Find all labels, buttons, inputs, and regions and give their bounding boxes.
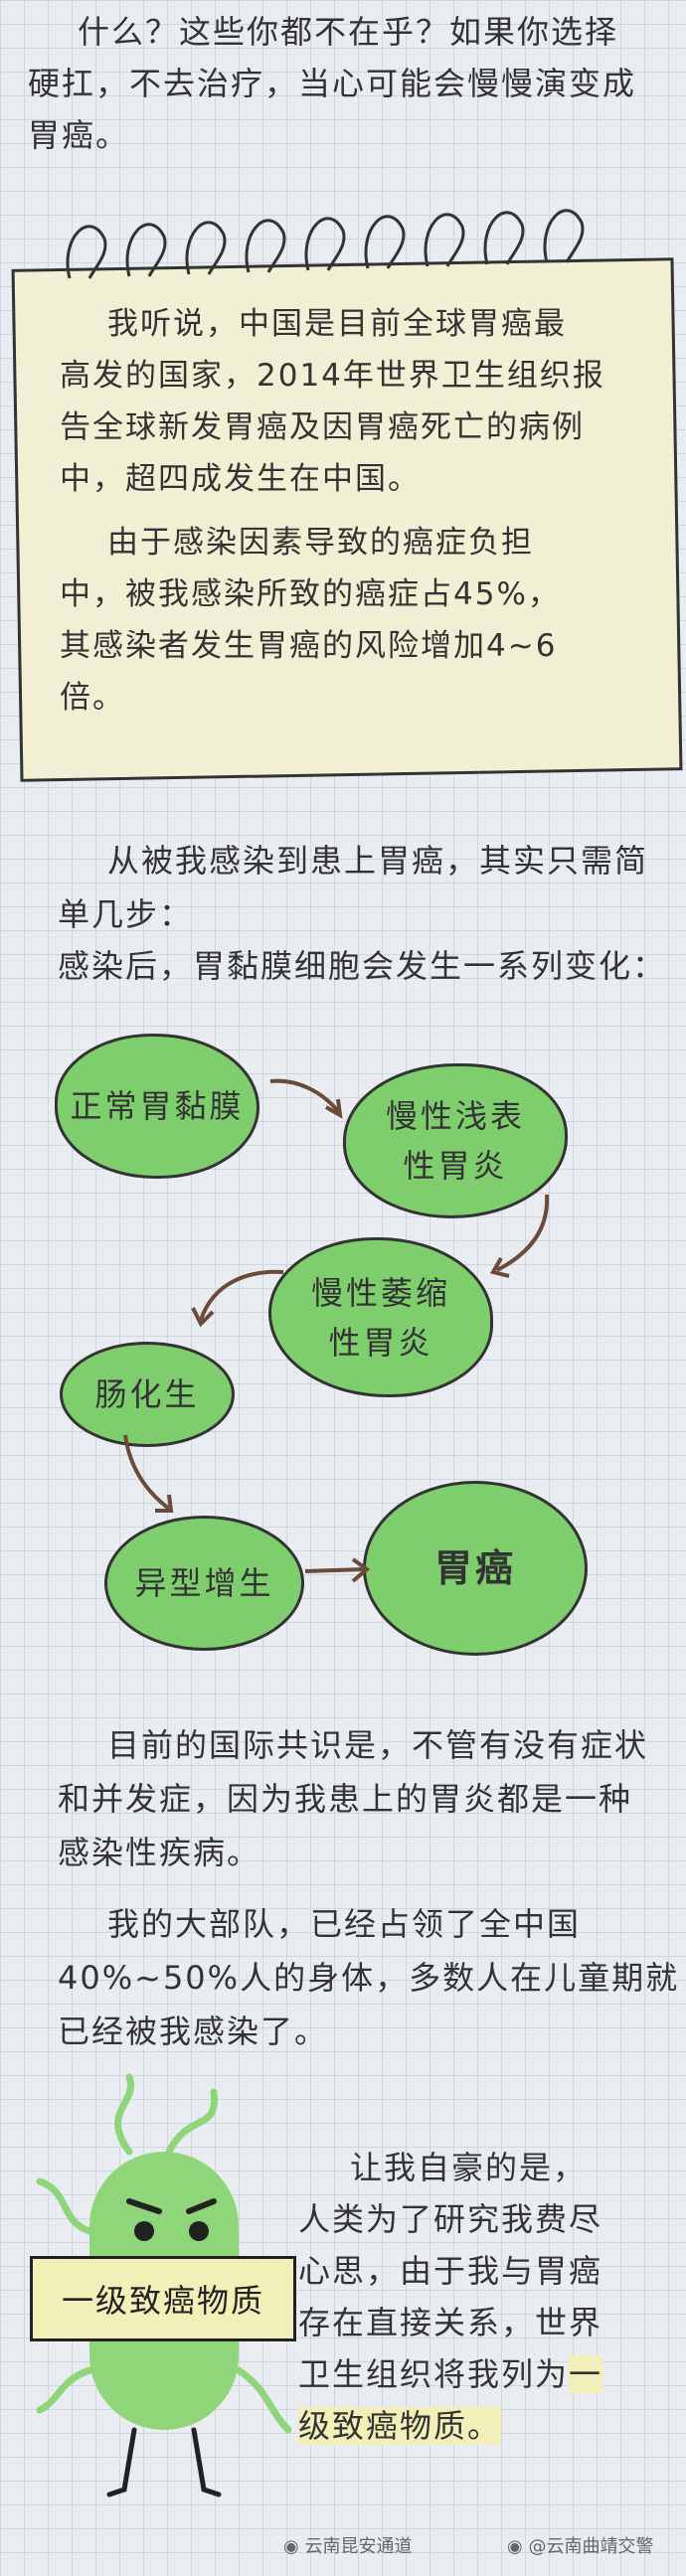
stage-superficial-gastritis: 慢性浅表性胃炎 xyxy=(343,1063,568,1218)
footer-watermark-right: ◉ @云南曲靖交警 xyxy=(507,2532,653,2558)
stage-intestinal-metaplasia: 肠化生 xyxy=(60,1342,235,1447)
weibo-icon: ◉ xyxy=(283,2536,299,2557)
proud-line-6: 级致癌物质。 xyxy=(298,2400,502,2452)
arrow-1-icon xyxy=(269,1078,343,1119)
note-p2-line-1: 由于感染因素导致的癌症负担 xyxy=(107,525,534,561)
note-p2-line-2: 中，被我感染所致的癌症占45%， xyxy=(60,576,561,612)
spread-line-2: 40%~50%人的身体，多数人在儿童期就 xyxy=(58,1959,680,1997)
proud-line-2: 人类为了研究我费尽 xyxy=(298,2200,603,2238)
intro-line-2: 硬扛，不去治疗，当心可能会慢慢演变成 xyxy=(28,65,637,102)
stage-cancer-label: 胃癌 xyxy=(433,1546,516,1590)
stage-dysplasia-label: 异型增生 xyxy=(134,1564,274,1602)
intro-line-3: 胃癌。 xyxy=(28,116,130,154)
footer-left-text: 云南昆安通道 xyxy=(304,2536,413,2557)
proud-line-5: 卫生组织将我列为一 xyxy=(298,2348,603,2400)
carcinogen-badge: 一级致癌物质 xyxy=(30,2256,296,2341)
footer-watermark-left: ◉ 云南昆安通道 xyxy=(283,2532,412,2558)
stage-normal-mucosa-label: 正常胃黏膜 xyxy=(70,1087,245,1125)
stage-gastric-cancer: 胃癌 xyxy=(363,1481,588,1656)
note-p2-line-3: 其感染者发生胃癌的风险增加4~6 xyxy=(60,628,558,664)
spread-line-1: 我的大部队，已经占领了全中国 xyxy=(107,1905,582,1943)
proud-line-5-text: 卫生组织将我列为 xyxy=(298,2355,570,2393)
note-p2-line-4: 倍。 xyxy=(60,680,125,716)
note-p1-line-3: 告全球新发胃癌及因胃癌死亡的病例 xyxy=(60,409,585,445)
stage-atrophic-label-1: 慢性萎缩 xyxy=(310,1273,450,1312)
arrow-4-icon xyxy=(123,1434,174,1513)
spiral-binding-icon xyxy=(66,209,585,279)
stage-atrophic-gastritis: 慢性萎缩性胃炎 xyxy=(268,1237,493,1397)
footer-right-text: @云南曲靖交警 xyxy=(528,2536,654,2557)
stage-superficial-label-2: 性胃炎 xyxy=(403,1147,508,1185)
proud-line-6-highlight: 级致癌物质。 xyxy=(298,2407,502,2445)
consensus-line-1: 目前的国际共识是，不管有没有症状 xyxy=(107,1726,649,1764)
steps-line-3: 感染后，胃黏膜细胞会发生一系列变化： xyxy=(58,947,667,985)
steps-line-2: 单几步： xyxy=(58,895,194,933)
proud-line-3: 心思，由于我与胃癌 xyxy=(298,2252,603,2290)
weibo-icon: ◉ xyxy=(507,2536,523,2557)
intro-line-1: 什么？这些你都不在乎？如果你选择 xyxy=(78,13,619,51)
steps-line-1: 从被我感染到患上胃癌，其实只需简 xyxy=(107,842,649,880)
proud-line-5-highlight: 一 xyxy=(569,2355,603,2393)
arrow-5-icon xyxy=(304,1557,371,1583)
spread-line-3: 已经被我感染了。 xyxy=(58,2012,329,2050)
stage-metaplasia-label: 肠化生 xyxy=(94,1375,200,1413)
note-p1-line-1: 我听说，中国是目前全球胃癌最 xyxy=(107,306,567,342)
arrow-2-icon xyxy=(489,1194,550,1278)
consensus-line-2: 和并发症，因为我患上的胃炎都是一种 xyxy=(58,1780,633,1818)
proud-line-4: 存在直接关系，世界 xyxy=(298,2304,603,2341)
note-p1-line-4: 中，超四成发生在中国。 xyxy=(60,461,421,497)
stage-normal-mucosa: 正常胃黏膜 xyxy=(55,1034,259,1179)
arrow-3-icon xyxy=(191,1269,284,1328)
stage-superficial-label-1: 慢性浅表 xyxy=(385,1097,525,1135)
note-p1-line-2: 高发的国家，2014年世界卫生组织报 xyxy=(60,358,605,394)
stage-dysplasia: 异型增生 xyxy=(104,1516,304,1651)
stage-atrophic-label-2: 性胃炎 xyxy=(328,1323,433,1362)
proud-line-1: 让我自豪的是， xyxy=(350,2149,588,2186)
consensus-line-3: 感染性疾病。 xyxy=(58,1834,261,1871)
